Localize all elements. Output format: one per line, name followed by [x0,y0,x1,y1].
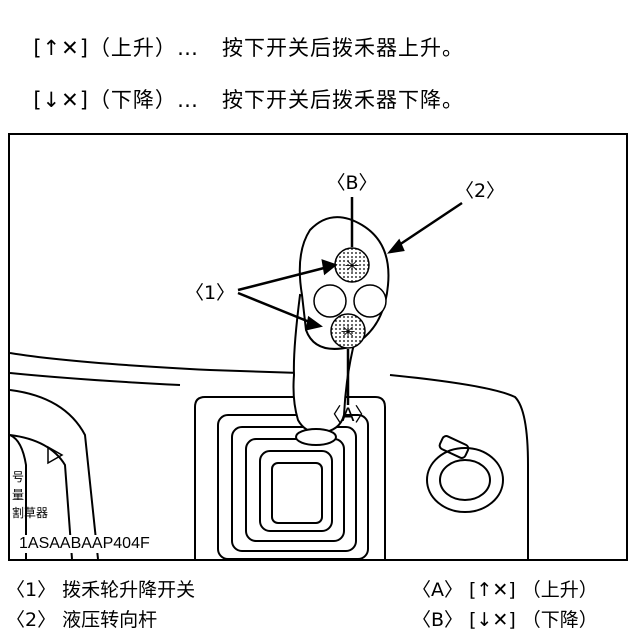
panel-text-2: 量 [12,488,24,502]
panel-text-3: 割草器 [12,505,48,520]
lower-label: （下降） [88,88,177,112]
raise-dots: … [176,36,199,60]
raise-label: （上升） [88,36,177,60]
figure-code: 1ASAABAAP404F [16,535,153,553]
lower-description: 按下开关后拨禾器下降。 [221,88,464,112]
blank-button-right[interactable] [353,284,387,318]
callout-b: 〈B〉 [326,172,377,194]
callout-1: 〈1〉 [185,282,235,304]
console-outline [10,352,529,559]
legend-item-b: 〈B〉 [↓✕] （下降） [412,609,598,631]
raise-symbol-icon: ✳ [344,256,359,277]
lever-grip: ✳ ✳ [298,216,390,350]
lever-diagram: 号 量 割草器 ✳ ✳ [8,133,628,561]
left-dash-panel: 号 量 割草器 [10,434,64,559]
callout-2: 〈2〉 [455,180,505,202]
callout-lines [237,197,463,405]
lower-key-symbol: [↓✕] [33,88,89,112]
raise-key-symbol: [↑✕] [33,36,89,60]
lower-symbol-icon: ✳ [340,322,355,343]
instruction-lower: [↓✕]（下降）… 按下开关后拨禾器下降。 [18,60,464,114]
raise-description: 按下开关后拨禾器上升。 [221,36,464,60]
instruction-raise: [↑✕]（上升）… 按下开关后拨禾器上升。 [18,8,464,62]
panel-text-1: 号 [12,470,24,484]
lever-boot [194,396,386,559]
callout-a: 〈A〉 [323,404,374,426]
play-triangle-icon [47,445,64,465]
legend-item-a: 〈A〉 [↑✕] （上升） [412,579,598,601]
ignition-knob [426,435,504,513]
legend-item-2: 〈2〉 液压转向杆 [6,609,158,631]
blank-button-left[interactable] [313,284,347,318]
lower-button[interactable] [330,313,366,349]
legend-item-1: 〈1〉 拨禾轮升降开关 [6,579,196,601]
lower-dots: … [176,88,199,112]
lever-illustration: 号 量 割草器 ✳ ✳ [10,172,529,559]
